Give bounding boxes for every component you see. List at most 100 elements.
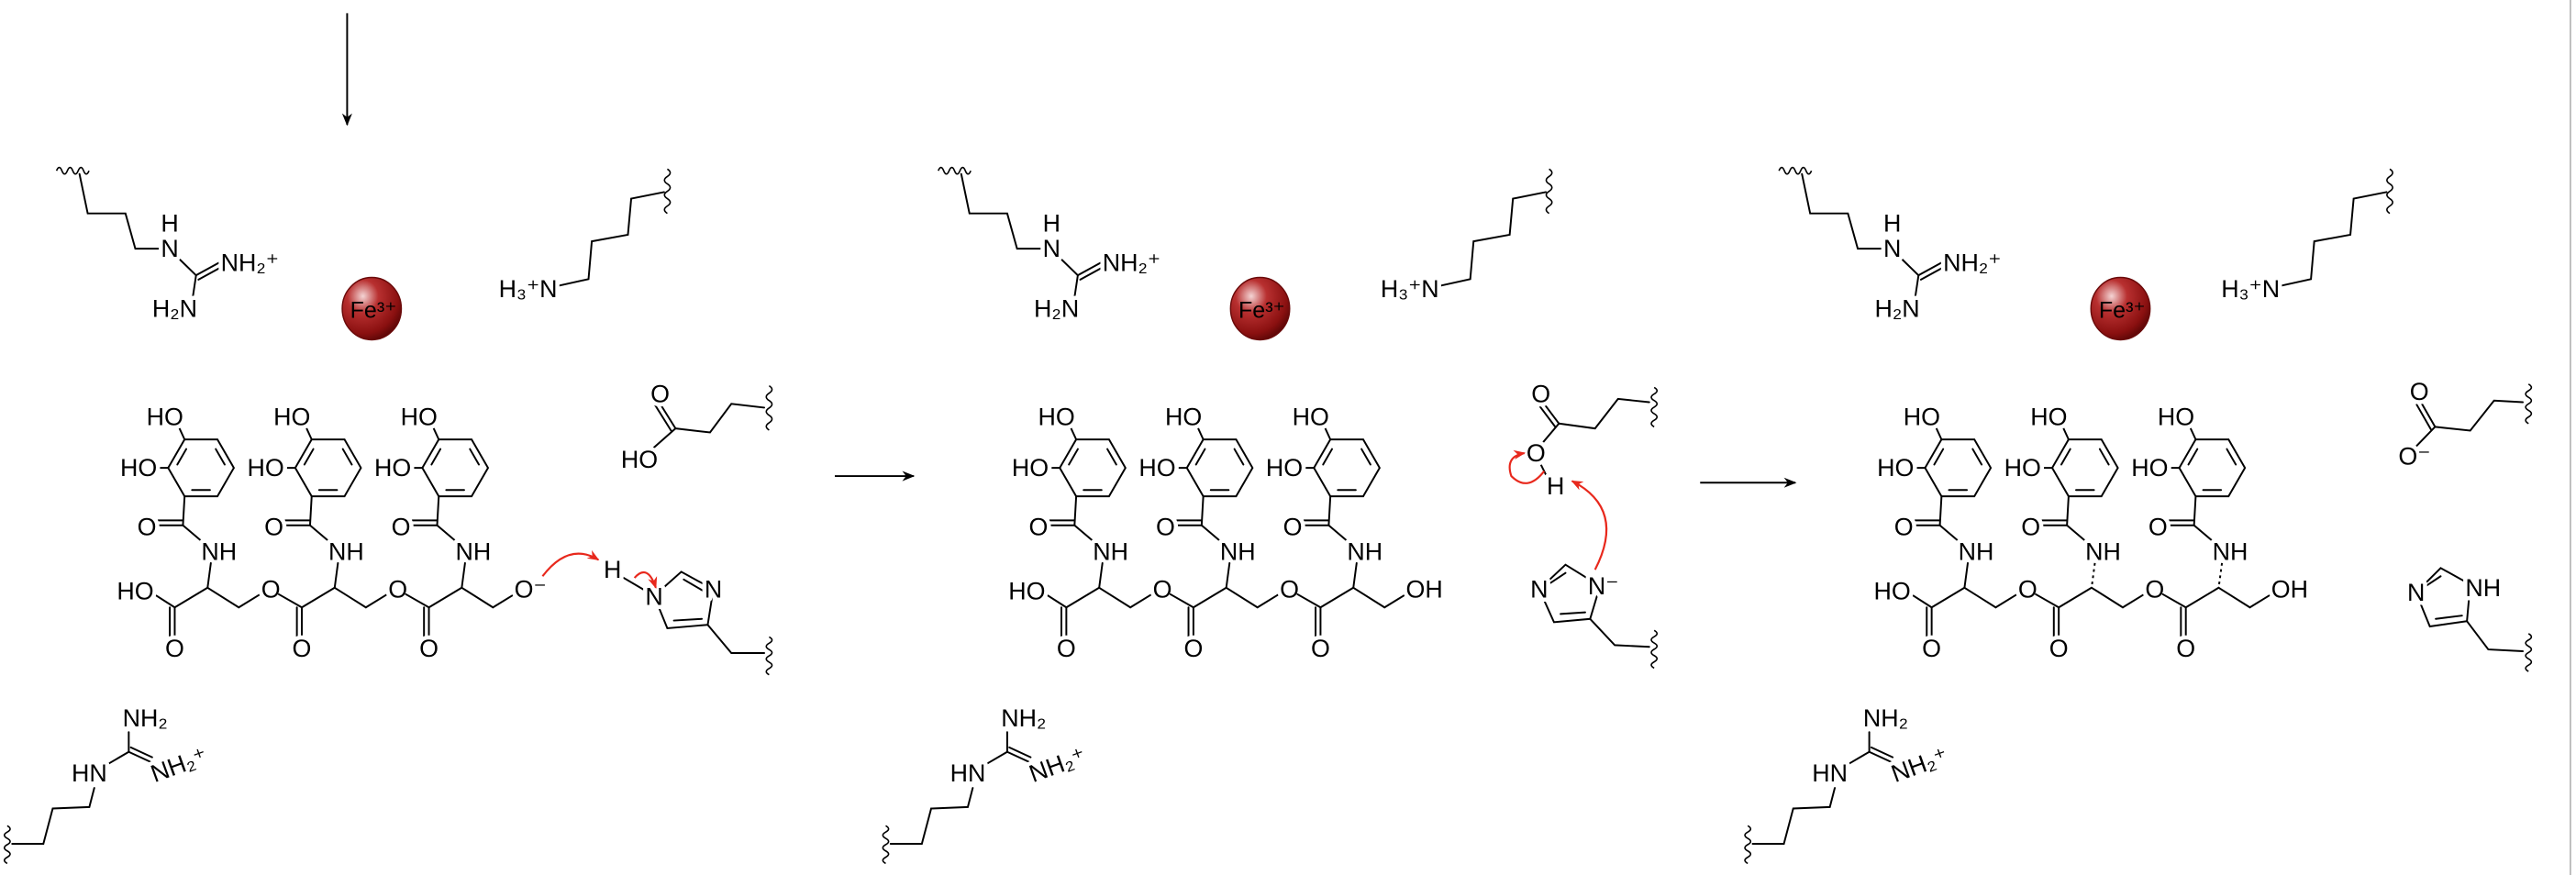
bond	[1059, 257, 1079, 277]
iron-ion: Fe³⁺	[1229, 276, 1291, 341]
bond	[2058, 586, 2093, 609]
wavy-bond-icon	[2386, 168, 2393, 215]
hydroxyl-label: HO	[1293, 404, 1329, 431]
double-bond	[197, 266, 223, 281]
histidine-proton: H	[604, 556, 621, 583]
bond	[1200, 524, 1225, 545]
aromatic-double-bond	[176, 448, 188, 466]
bond	[1256, 593, 1280, 609]
wavy-bond-icon	[3, 825, 11, 865]
glutamate-proton: H	[1547, 472, 1564, 500]
bond	[1129, 593, 1153, 609]
bond	[150, 592, 176, 609]
bond	[427, 586, 463, 609]
histidine-nh: NH	[2465, 574, 2501, 602]
bond	[308, 524, 333, 545]
guanidine-hn: HN	[72, 759, 107, 787]
hydroxyl-label: HO	[1138, 454, 1175, 482]
bond	[1963, 561, 1969, 589]
bond	[301, 586, 336, 609]
wavy-bond-icon	[765, 384, 773, 431]
alkyl-chain	[889, 787, 974, 845]
guanidinium-nh2-plus: NH₂⁺	[1026, 742, 1090, 788]
amide-carbonyl-o: O	[138, 514, 157, 541]
serine-terminus: OH	[1406, 576, 1443, 604]
carboxylic-acid-ho: HO	[1008, 577, 1045, 604]
hydroxyl-label: HO	[2004, 454, 2041, 482]
ester-o: O	[2145, 576, 2164, 604]
amide-nh: NH	[1959, 537, 1994, 565]
double-bond	[1008, 746, 1032, 759]
amide-carbonyl-o: O	[1283, 514, 1303, 541]
bond	[1934, 424, 1943, 441]
amino-label: NH₂	[1863, 704, 1908, 732]
carboxylic-acid-ho: HO	[1874, 577, 1911, 604]
catechol-ring	[1059, 438, 1127, 498]
imidazole-ring	[2415, 567, 2471, 628]
amide-nh: NH	[1347, 537, 1382, 565]
glutamate-side-chain: OOH	[1522, 376, 1659, 504]
amide-nh: NH	[1220, 537, 1256, 565]
amide-carbonyl-o: O	[264, 514, 283, 541]
double-bond	[1919, 266, 1945, 281]
bond	[1538, 460, 1547, 476]
bond	[1225, 561, 1231, 589]
hydroxyl-label: HO	[248, 454, 284, 482]
double-bond	[1549, 571, 1567, 584]
lysine-side-chain: H₃⁺N	[2217, 168, 2393, 306]
double-bond	[2415, 404, 2432, 431]
bond	[1068, 424, 1078, 441]
aromatic-double-bond	[303, 448, 315, 466]
bond	[1383, 593, 1407, 609]
ester-carbonyl-o: O	[1183, 635, 1203, 662]
bond	[333, 561, 339, 589]
bond	[2217, 562, 2224, 588]
iron-label: Fe³⁺	[1238, 297, 1285, 323]
amide-carbonyl-o: O	[392, 514, 411, 541]
carboxylic-acid-ho: HO	[117, 577, 153, 604]
aromatic-double-bond	[1233, 448, 1245, 466]
ester-carbonyl-o: O	[419, 635, 439, 662]
imidazole-ring	[653, 570, 715, 630]
aromatic-double-bond	[1360, 448, 1371, 466]
alkyl-chain	[11, 787, 95, 845]
bond	[2193, 524, 2216, 545]
bond	[986, 750, 1008, 765]
catechol-ring	[1313, 438, 1382, 498]
iron-sphere-icon	[341, 276, 403, 341]
alkyl-chain	[1751, 787, 1837, 845]
ester-carbonyl-o: O	[165, 635, 184, 662]
ester-carbonyl-o: O	[293, 635, 312, 662]
ester-o: O	[261, 576, 281, 604]
histidine-side-chain: N NH	[2403, 567, 2533, 672]
bond	[405, 593, 430, 609]
alkyl-chain	[2466, 620, 2524, 653]
aromatic-double-bond	[1322, 448, 1334, 466]
bond	[1327, 524, 1351, 545]
hydroxyl-label: HO	[2158, 404, 2194, 431]
ammonium-label: H₃⁺N	[2221, 275, 2280, 303]
bond	[1296, 593, 1322, 609]
bond	[2184, 586, 2220, 609]
alkyl-chain	[960, 172, 1041, 250]
hydroxyl-label: HO	[120, 454, 157, 482]
bond	[1914, 274, 1920, 298]
histidine-n: N	[2407, 579, 2425, 606]
bond	[2121, 593, 2146, 609]
bond	[436, 524, 460, 545]
bond	[206, 586, 240, 609]
guanidine-h: H	[1883, 209, 1901, 237]
